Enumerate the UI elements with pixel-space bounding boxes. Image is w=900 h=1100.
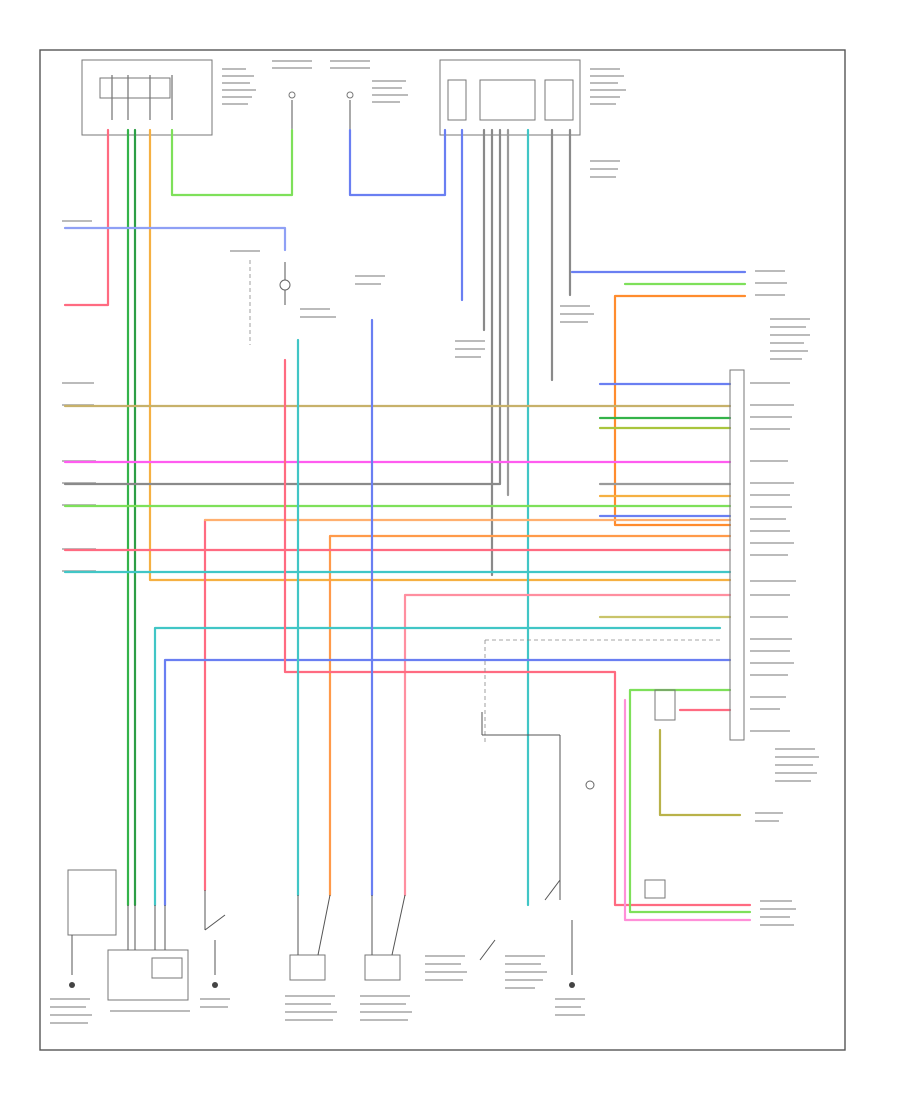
relay-box-label-ghost	[222, 68, 256, 105]
left-edge-labels	[62, 220, 96, 572]
wire-gray-3	[63, 128, 502, 486]
wire-red-top	[63, 128, 110, 307]
center-labels	[230, 160, 620, 358]
wire-pink-right-lower	[623, 698, 752, 922]
dashed-bracket-right	[484, 639, 720, 745]
wire-orange-bus-3	[328, 534, 732, 897]
relay-box-top-left	[81, 59, 213, 136]
bottom-captions	[50, 955, 585, 1024]
pcm-connector-right	[729, 369, 796, 741]
sensor-bottom-center-a	[289, 894, 331, 981]
wire-green-right-lower	[628, 688, 752, 914]
wire-teal-lower	[153, 626, 722, 907]
wire-orange-left	[148, 128, 732, 582]
connector-right-lower	[644, 689, 676, 899]
wire-red-lower	[283, 358, 752, 907]
wire-orange-right-top	[613, 294, 747, 527]
ground-bottom-right	[479, 920, 575, 988]
switch-center	[279, 262, 291, 305]
wire-blue-horizontal	[63, 226, 287, 252]
connector-top-center	[272, 60, 408, 130]
label-block-right-top	[755, 270, 810, 360]
switch-lower-middle	[481, 712, 595, 901]
ground-bottom-left	[67, 869, 117, 988]
wire-blue-lower	[163, 658, 732, 907]
switch-bottom-left	[204, 890, 226, 988]
label-block-right-mid	[755, 748, 819, 926]
sensor-bottom-center-b	[364, 894, 406, 981]
module-bottom-left	[107, 905, 189, 1001]
wire-light-green-top	[170, 128, 294, 197]
module-top-right	[439, 59, 626, 136]
wire-blue-top	[348, 128, 447, 197]
diagram-frame	[39, 49, 846, 1051]
wire-olive-right	[658, 728, 742, 817]
wire-pink-lower	[403, 593, 732, 897]
